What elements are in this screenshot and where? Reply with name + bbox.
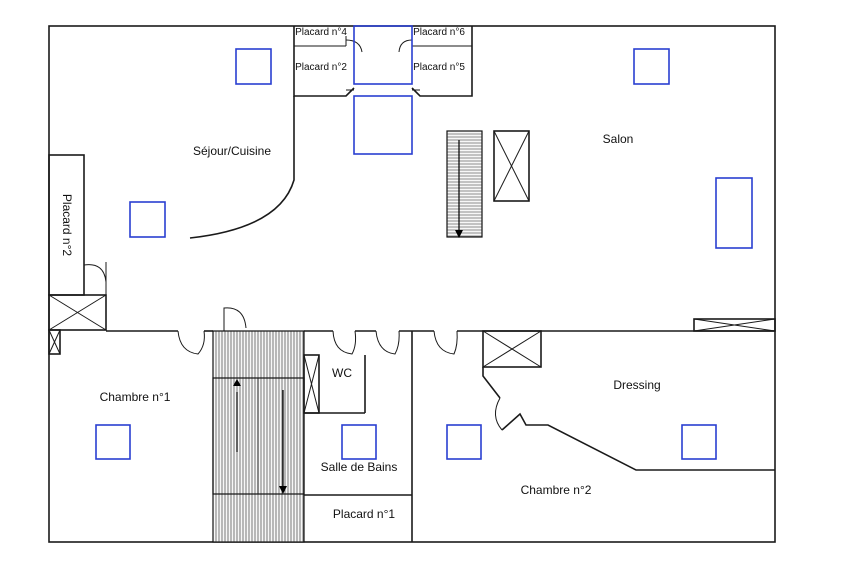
fixture-square [633,48,670,85]
dressing-void-x2 [482,330,542,368]
label-salon: Salon [603,132,634,146]
label-placard-5: Placard n°5 [413,62,465,73]
label-wc: WC [332,366,352,380]
salon-stair-frame [446,130,483,238]
door-chambre1 [177,330,205,355]
fixture-square [129,201,166,238]
label-chambre-1: Chambre n°1 [100,390,171,404]
wc-cabinet-x2 [303,354,320,414]
label-placard-6: Placard n°6 [413,27,465,38]
label-placard-1: Placard n°1 [333,507,395,521]
wet-rooms [303,331,413,542]
fixture-square [95,424,131,460]
main-stairwell [212,330,305,543]
salon-stairs [446,130,530,238]
arrow-down-icon [279,486,287,494]
salon-void-x2 [493,130,530,202]
closet-left-outline [293,26,355,97]
stairwell-hatch [215,331,304,542]
left-void-x2 [48,294,107,331]
door-stair-top [223,307,247,331]
arrow-up-icon [233,379,241,386]
fixture-square [681,424,717,460]
fixture-square [235,48,272,85]
label-placard-2-left: Placard n°2 [60,194,74,256]
label-salle-de-bains: Salle de Bains [321,460,398,474]
left-closet-door [83,264,107,283]
closet-right-outline [411,26,473,97]
fixtures [95,48,753,460]
fixture-square [446,424,482,460]
dressing-wall-lower [501,412,775,471]
room-labels: Séjour/Cuisine Salon Placard n°2 Chambre… [60,27,661,521]
dressing-door [495,397,503,431]
door-wc [332,330,357,355]
salon-void-box [493,130,530,202]
door-bath [375,330,400,355]
dressing-area [482,330,775,471]
middle-partition [106,307,776,355]
sejour-curved-wall [189,96,295,239]
label-placard-4: Placard n°4 [295,27,347,38]
door-chambre2 [433,330,458,355]
right-void-box [693,318,776,332]
fixture-square [341,424,377,460]
left-void-box [48,294,107,331]
fixture-rect [715,177,753,249]
wc-cabinet [303,354,320,414]
arrow-down-icon [455,230,463,238]
label-placard-2-top: Placard n°2 [295,62,347,73]
left-closet [48,154,107,355]
closet-4-door [345,39,363,53]
central-top-fixture [353,25,413,85]
label-sejour-cuisine: Séjour/Cuisine [193,144,271,158]
label-dressing: Dressing [613,378,660,392]
dressing-wall-diag [482,367,501,399]
salon-stair-hatch [447,133,482,237]
closet-6-door [398,39,413,53]
small-void-box [48,329,61,355]
dressing-void-box [482,330,542,368]
label-chambre-2: Chambre n°2 [521,483,592,497]
central-bottom-fixture [353,95,413,155]
top-closets [293,25,473,155]
right-void-x2 [693,318,776,332]
small-void-x2 [48,329,61,355]
